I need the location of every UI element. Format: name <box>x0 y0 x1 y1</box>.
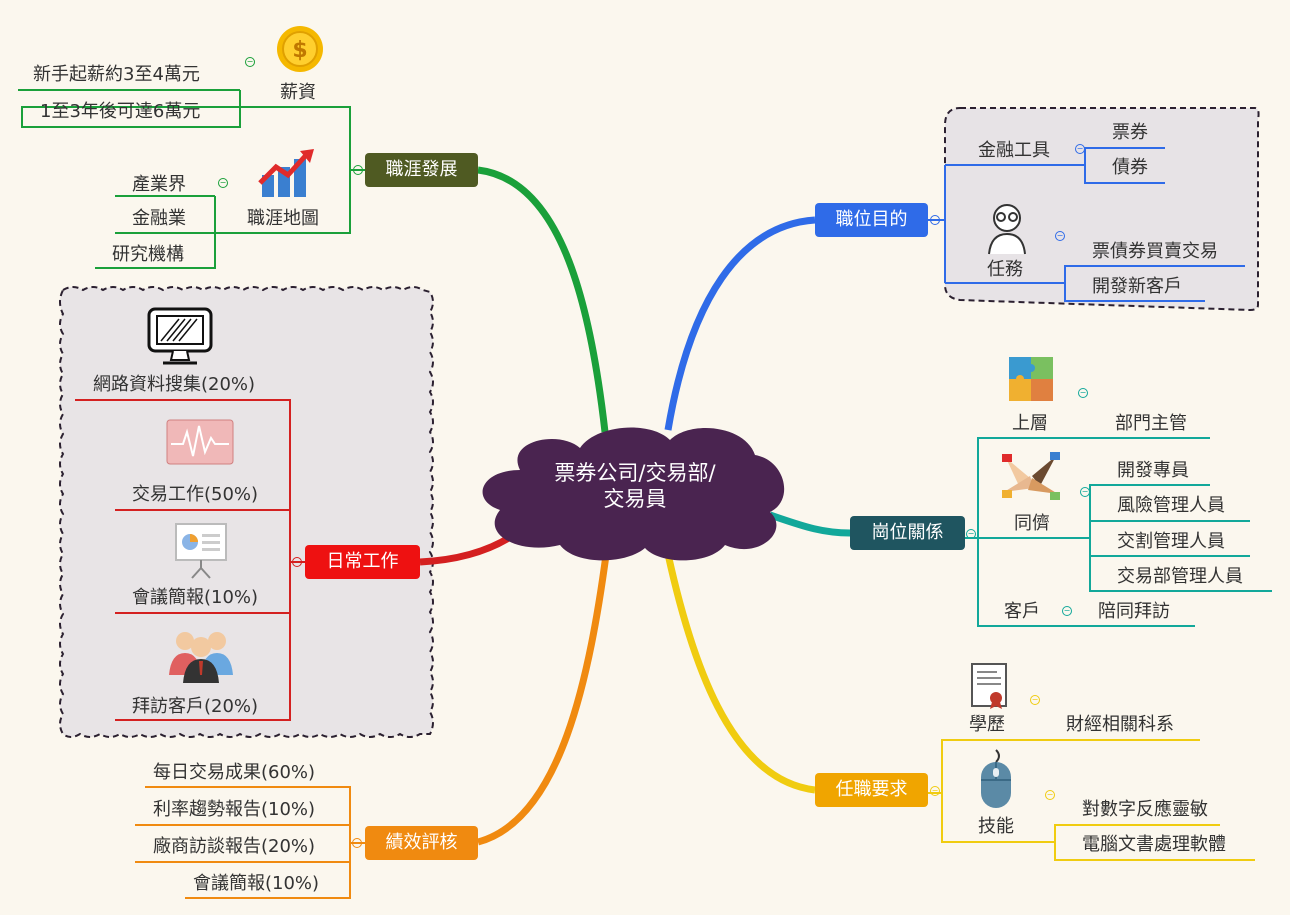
collapse-toggle-relations[interactable]: − <box>966 529 976 539</box>
branch-line-career <box>477 166 609 433</box>
collapse-toggle-tools[interactable]: − <box>1075 144 1085 154</box>
daily-item-2: 交易工作(50%) <box>132 484 259 505</box>
peers-item-1: 開發專員 <box>1117 460 1189 481</box>
branch-line-requirements <box>661 539 816 794</box>
career-map-item-1: 產業界 <box>132 174 186 195</box>
career-map-label: 職涯地圖 <box>247 208 319 229</box>
education-label: 學歷 <box>969 714 1005 735</box>
collapse-toggle-tasks[interactable]: − <box>1055 231 1065 241</box>
performance-item-3: 廠商訪談報告(20%) <box>153 836 316 857</box>
heartbeat-icon <box>166 419 234 465</box>
collapse-toggle-peers[interactable]: − <box>1080 487 1090 497</box>
upper-label: 上層 <box>1012 413 1048 434</box>
daily-boundary <box>59 286 434 738</box>
performance-item-4: 會議簡報(10%) <box>193 873 320 894</box>
daily-item-3: 會議簡報(10%) <box>132 587 259 608</box>
presentation-icon <box>175 523 227 579</box>
performance-item-1: 每日交易成果(60%) <box>153 762 316 783</box>
branch-line-performance <box>477 539 612 846</box>
tools-item-2: 債券 <box>1112 157 1148 178</box>
collapse-toggle-upper[interactable]: − <box>1078 388 1088 398</box>
salary-item-1: 新手起薪約3至4萬元 <box>33 64 200 85</box>
collapse-toggle-purpose[interactable]: − <box>930 215 940 225</box>
puzzle-icon <box>1009 357 1053 401</box>
performance-item-2: 利率趨勢報告(10%) <box>153 799 316 820</box>
education-item-1: 財經相關科系 <box>1066 714 1174 735</box>
branch-performance[interactable]: 績效評核 <box>365 826 478 860</box>
monitor-icon <box>147 307 213 365</box>
tools-item-1: 票券 <box>1112 122 1148 143</box>
peers-item-3: 交割管理人員 <box>1117 531 1225 552</box>
upper-item-1: 部門主管 <box>1115 413 1187 434</box>
salary-label: 薪資 <box>280 82 316 103</box>
certificate-icon <box>971 663 1007 709</box>
collapse-toggle-career-map[interactable]: − <box>218 178 228 188</box>
salary-item-2: 1至3年後可達6萬元 <box>40 101 201 122</box>
collapse-toggle-performance[interactable]: − <box>352 838 362 848</box>
branch-daily[interactable]: 日常工作 <box>305 545 420 579</box>
skills-item-2: 電腦文書處理軟體 <box>1082 834 1226 855</box>
peers-item-4: 交易部管理人員 <box>1117 566 1243 587</box>
center-topic[interactable]: 票券公司/交易部/ 交易員 <box>520 460 750 512</box>
purpose-boundary <box>944 107 1260 312</box>
svg-text:$: $ <box>292 38 307 63</box>
tools-label: 金融工具 <box>978 140 1050 161</box>
branch-relations[interactable]: 崗位關係 <box>850 516 965 550</box>
center-topic-line2: 交易員 <box>603 487 667 511</box>
branch-purpose[interactable]: 職位目的 <box>815 203 928 237</box>
peers-label: 同儕 <box>1014 513 1050 534</box>
growth-chart-icon <box>258 149 314 197</box>
collapse-toggle-salary[interactable]: − <box>245 57 255 67</box>
dollar-coin-icon: $ <box>277 26 323 72</box>
skills-label: 技能 <box>978 816 1014 837</box>
people-icon <box>169 632 233 683</box>
career-map-item-3: 研究機構 <box>112 244 184 265</box>
mouse-icon <box>981 749 1011 808</box>
skills-item-1: 對數字反應靈敏 <box>1082 799 1208 820</box>
branch-requirements[interactable]: 任職要求 <box>815 773 928 807</box>
collapse-toggle-daily[interactable]: − <box>292 557 302 567</box>
collapse-toggle-requirements[interactable]: − <box>930 786 940 796</box>
peers-item-2: 風險管理人員 <box>1117 495 1225 516</box>
collapse-toggle-clients[interactable]: − <box>1062 606 1072 616</box>
clients-label: 客戶 <box>1004 601 1040 622</box>
branch-line-relations <box>768 511 851 537</box>
collapse-toggle-education[interactable]: − <box>1030 695 1040 705</box>
career-map-item-2: 金融業 <box>132 208 186 229</box>
center-topic-line1: 票券公司/交易部/ <box>554 461 716 485</box>
clients-item-1: 陪同拜訪 <box>1098 601 1170 622</box>
daily-item-1: 網路資料搜集(20%) <box>93 374 256 395</box>
tasks-item-1: 票債券買賣交易 <box>1092 241 1218 262</box>
branch-line-purpose <box>664 216 816 431</box>
collapse-toggle-career[interactable]: − <box>353 165 363 175</box>
daily-item-4: 拜訪客戶(20%) <box>132 696 259 717</box>
scientist-icon <box>988 204 1026 255</box>
center-cloud <box>482 427 785 561</box>
tasks-item-2: 開發新客戶 <box>1092 276 1182 297</box>
hands-icon <box>1002 452 1060 500</box>
branch-career[interactable]: 職涯發展 <box>365 153 478 187</box>
collapse-toggle-skills[interactable]: − <box>1045 790 1055 800</box>
tasks-label: 任務 <box>987 259 1023 280</box>
